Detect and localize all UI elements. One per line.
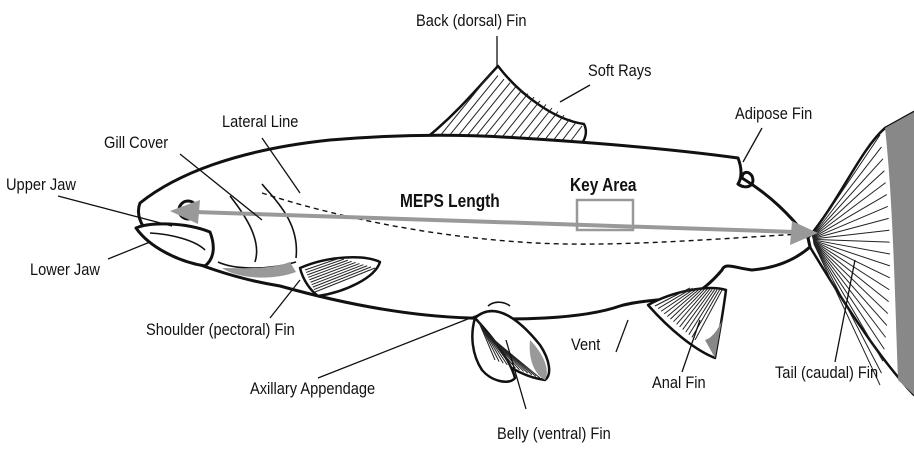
label-soft-rays: Soft Rays [588,62,651,79]
label-vent: Vent [571,336,600,353]
tail-fin [808,112,914,395]
anal-fin [648,288,726,358]
label-key-area: Key Area [570,176,637,194]
label-lateral-line: Lateral Line [222,113,298,130]
label-axillary-appendage: Axillary Appendage [250,380,375,397]
label-lower-jaw: Lower Jaw [30,261,100,278]
label-upper-jaw: Upper Jaw [6,176,76,193]
label-meps-length: MEPS Length [400,192,500,210]
label-back-dorsal-fin: Back (dorsal) Fin [416,12,526,29]
label-tail-caudal-fin: Tail (caudal) Fin [775,364,878,381]
label-belly-ventral-fin: Belly (ventral) Fin [497,425,611,442]
label-shoulder-pectoral-fin: Shoulder (pectoral) Fin [146,321,295,338]
label-gill-cover: Gill Cover [104,134,168,151]
label-anal-fin: Anal Fin [652,374,706,391]
label-adipose-fin: Adipose Fin [735,105,812,122]
